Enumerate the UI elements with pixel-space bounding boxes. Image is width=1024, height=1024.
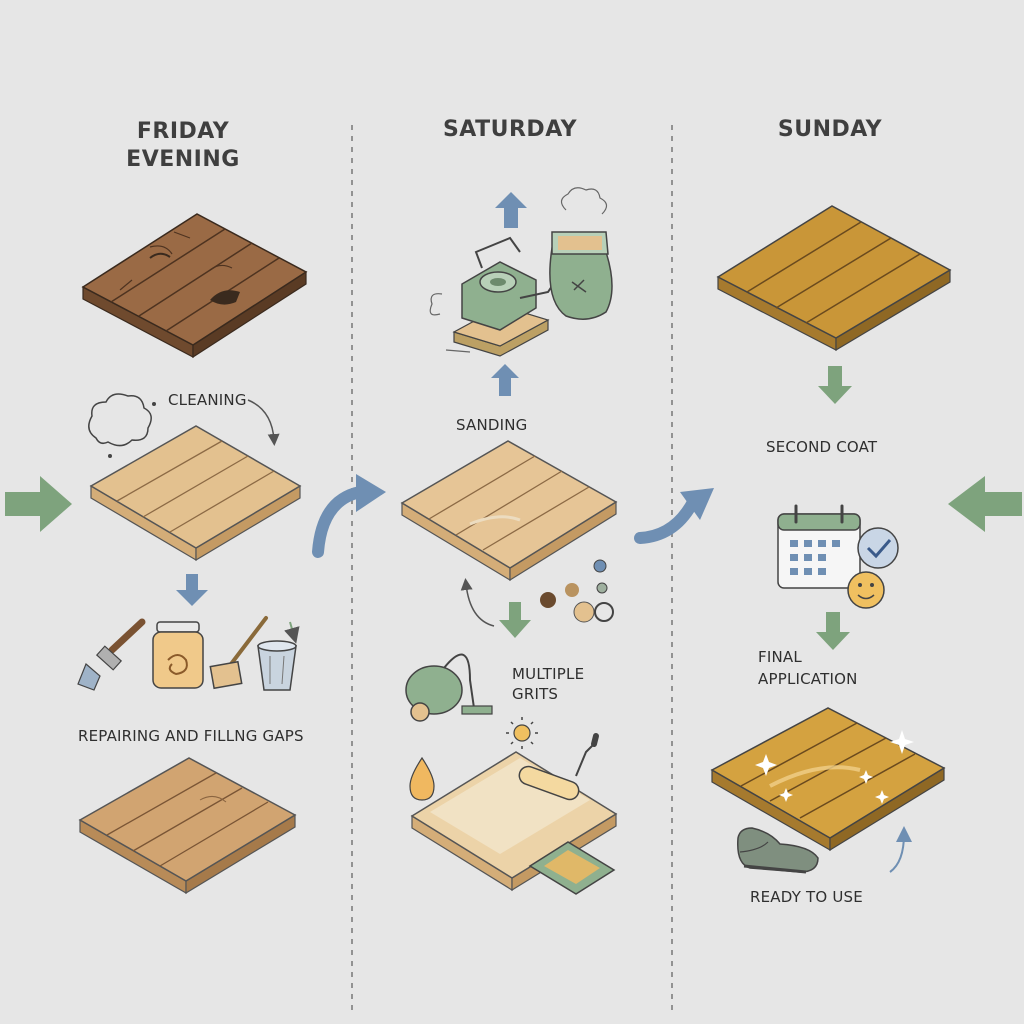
column-title-friday: FRIDAY EVENING bbox=[88, 118, 278, 174]
paint-roller-icon bbox=[518, 733, 599, 801]
floor-sander-icon bbox=[429, 236, 561, 357]
filled-board-icon bbox=[78, 757, 297, 895]
droplet-icon bbox=[409, 756, 435, 801]
putty-knife-icon bbox=[209, 616, 268, 690]
sanded-board-icon bbox=[400, 440, 618, 582]
vacuum-icon bbox=[405, 653, 493, 722]
column-title-sunday: SUNDAY bbox=[730, 116, 930, 144]
calendar-icon bbox=[777, 504, 861, 589]
step-label-sanding: SANDING bbox=[456, 416, 528, 434]
first-coat-board-icon bbox=[716, 205, 952, 352]
step-label-final-application: FINAL APPLICATION bbox=[758, 646, 918, 690]
up-arrow-icon bbox=[491, 364, 519, 396]
paint-brush-icon bbox=[77, 618, 146, 691]
smiley-icon bbox=[847, 571, 885, 609]
down-arrow-icon bbox=[176, 574, 208, 606]
label-line: APPLICATION bbox=[758, 670, 858, 688]
transition-arrow-icon bbox=[312, 486, 366, 558]
down-arrow-icon bbox=[818, 366, 852, 404]
sparkle-icon bbox=[755, 730, 914, 804]
exit-arrow-icon bbox=[948, 476, 1022, 532]
check-badge-icon bbox=[857, 527, 899, 569]
damaged-board-icon bbox=[81, 213, 308, 359]
column-title-line: FRIDAY bbox=[136, 119, 230, 144]
shoe-icon bbox=[737, 827, 819, 874]
wood-filler-jar-icon bbox=[152, 621, 204, 689]
step-label-second-coat: SECOND COAT bbox=[766, 438, 878, 456]
column-title-saturday: SATURDAY bbox=[410, 116, 610, 144]
finished-board-icon bbox=[710, 707, 946, 852]
grit-circles-icon bbox=[540, 559, 614, 623]
up-arrow-icon bbox=[495, 192, 527, 228]
column-title-line: SATURDAY bbox=[442, 117, 578, 142]
step-label-cleaning: CLEANING bbox=[168, 391, 247, 409]
down-arrow-icon bbox=[499, 602, 531, 638]
down-arrow-icon bbox=[816, 612, 850, 650]
step-label-repairing: REPAIRING AND FILLNG GAPS bbox=[78, 727, 304, 745]
column-title-line: EVENING bbox=[126, 147, 240, 172]
cloud-icon bbox=[88, 393, 156, 458]
return-arrow bbox=[889, 826, 912, 873]
entry-arrow-icon bbox=[5, 476, 72, 532]
step-label-multiple-grits: MULTIPLE GRITS bbox=[512, 664, 622, 704]
label-line: FINAL bbox=[758, 648, 802, 666]
sun-icon bbox=[506, 717, 538, 749]
transition-arrow-icon bbox=[634, 494, 700, 544]
step-label-ready: READY TO USE bbox=[750, 888, 863, 906]
paint-tray-icon bbox=[528, 841, 616, 895]
column-title-line: SUNDAY bbox=[777, 117, 883, 142]
dust-bag-icon bbox=[549, 187, 613, 320]
bucket-icon bbox=[257, 621, 300, 691]
label-line: GRITS bbox=[512, 685, 559, 703]
clean-board-icon bbox=[89, 425, 302, 562]
label-line: MULTIPLE bbox=[512, 665, 585, 683]
cleaning-arrow bbox=[247, 399, 280, 446]
transition-arrowhead bbox=[356, 474, 386, 512]
cycle-arrow bbox=[460, 578, 495, 627]
transition-arrowhead bbox=[680, 488, 714, 520]
